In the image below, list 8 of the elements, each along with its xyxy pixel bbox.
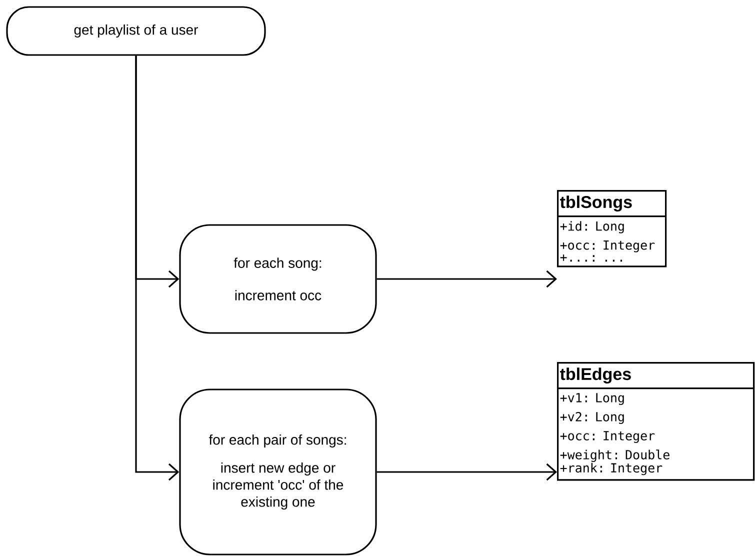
arrow [376, 270, 557, 288]
class-table: tblEdges +v1: Long +v2: Long +occ: Integer +weight: Double +rank: Integer [557, 362, 755, 481]
action-box: for each song: increment occ [179, 224, 377, 334]
action-box: get playlist of a user [6, 6, 266, 56]
action-box: for each pair of songs: insert new edge or increment 'occ' of the existing one [179, 388, 377, 556]
arrow [135, 56, 180, 481]
class-table: tblSongs +id: Long +occ: Integer +...: ... [557, 190, 667, 268]
arrow [376, 463, 557, 481]
